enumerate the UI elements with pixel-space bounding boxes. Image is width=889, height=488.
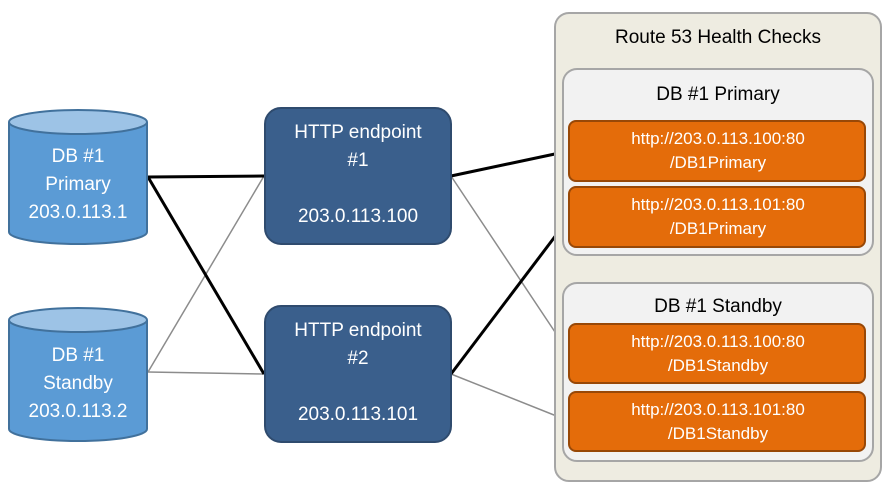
db-primary-label: DB #1 Primary 203.0.113.1	[8, 143, 148, 227]
health-check-standby-1: http://203.0.113.100:80 /DB1Standby	[570, 325, 866, 383]
http-endpoint-1-ip: 203.0.113.100	[297, 206, 419, 227]
http-endpoint-2-title: HTTP endpoint	[294, 320, 422, 341]
db-standby-label: DB #1 Standby 203.0.113.2	[8, 342, 148, 426]
http-endpoint-1-number: #1	[347, 150, 369, 171]
health-check-url: http://203.0.113.100:80	[631, 129, 805, 148]
db-standby-ip: 203.0.113.2	[28, 401, 128, 422]
health-check-path: /DB1Primary	[669, 219, 767, 238]
health-check-box	[568, 186, 866, 248]
http-endpoint-2-label: HTTP endpoint #2 203.0.113.101	[265, 317, 451, 429]
health-check-url: http://203.0.113.100:80	[631, 332, 805, 351]
db-standby-cylinder	[8, 307, 148, 442]
health-check-url: http://203.0.113.101:80	[631, 195, 805, 214]
link-ep2-hc-standby	[450, 373, 570, 422]
health-check-box	[568, 120, 866, 182]
link-primary-ep2	[146, 176, 266, 375]
link-ep1-hc-primary	[450, 149, 570, 178]
db-primary-ip: 203.0.113.1	[28, 202, 128, 223]
health-check-path: /DB1Standby	[667, 356, 769, 375]
link-standby-ep2	[147, 371, 265, 375]
db-primary-cylinder	[8, 109, 148, 245]
primary-group-title: DB #1 Primary	[656, 84, 780, 105]
health-check-primary-1: http://203.0.113.100:80 /DB1Primary	[570, 122, 866, 180]
link-primary-ep1	[147, 174, 265, 179]
http-endpoint-2-ip: 203.0.113.101	[297, 404, 419, 425]
http-endpoint-2-number: #2	[347, 348, 369, 369]
db-primary-name: DB #1	[51, 146, 105, 167]
health-check-standby-2: http://203.0.113.101:80 /DB1Standby	[570, 393, 866, 451]
http-endpoint-1-label: HTTP endpoint #1 203.0.113.100	[265, 119, 451, 231]
health-check-url: http://203.0.113.101:80	[631, 400, 805, 419]
db-primary-role: Primary	[45, 174, 111, 195]
link-ep1-hc-standby	[450, 175, 570, 354]
link-ep2-hc-primary	[449, 217, 571, 375]
health-check-primary-2: http://203.0.113.101:80 /DB1Primary	[570, 188, 866, 246]
db-standby-role: Standby	[43, 373, 113, 394]
health-check-box	[568, 391, 866, 452]
http-endpoint-2-box	[264, 305, 452, 443]
health-check-box	[568, 323, 866, 384]
standby-group-title: DB #1 Standby	[654, 296, 782, 317]
http-endpoint-1-title: HTTP endpoint	[294, 122, 422, 143]
route53-title: Route 53 Health Checks	[615, 27, 821, 48]
health-check-path: /DB1Standby	[667, 424, 769, 443]
db-standby-name: DB #1	[51, 345, 105, 366]
http-endpoint-1-box	[264, 107, 452, 245]
health-check-path: /DB1Primary	[669, 153, 767, 172]
